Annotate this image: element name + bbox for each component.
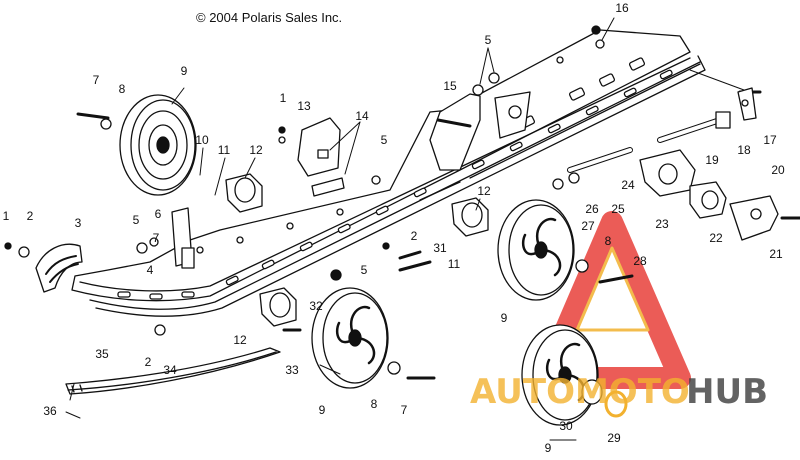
callout-34: 34 <box>163 363 177 377</box>
callout-31: 31 <box>433 241 447 255</box>
callout-5-top: 5 <box>484 33 492 47</box>
callout-12-mid: 12 <box>477 184 491 198</box>
bushing-blocks <box>225 173 489 327</box>
callout-33: 33 <box>285 363 299 377</box>
callout-12-low: 12 <box>233 333 247 347</box>
callout-29: 29 <box>607 431 621 445</box>
callout-1-left: 1 <box>2 209 10 223</box>
slider-hangers <box>297 117 345 197</box>
callout-1-top: 1 <box>279 91 287 105</box>
callout-3: 3 <box>74 216 82 230</box>
callout-14: 14 <box>355 109 369 123</box>
hardware-small <box>4 25 628 418</box>
callout-5-mid: 5 <box>380 133 388 147</box>
wheel-top-left <box>119 94 197 196</box>
wheel-center <box>497 199 575 301</box>
callout-24: 24 <box>621 178 635 192</box>
callout-6: 6 <box>154 207 162 221</box>
callout-9-top: 9 <box>180 64 188 78</box>
callout-2-left: 2 <box>26 209 34 223</box>
callout-18: 18 <box>737 143 751 157</box>
callout-5-low: 5 <box>360 263 368 277</box>
callout-5-left: 5 <box>132 213 140 227</box>
callout-10: 10 <box>195 133 209 147</box>
callout-22: 22 <box>709 231 723 245</box>
callout-8-top: 8 <box>118 82 126 96</box>
callout-9-center: 9 <box>500 311 508 325</box>
callout-17: 17 <box>763 133 777 147</box>
mount-bracket <box>171 207 195 269</box>
watermark-triangle <box>534 211 691 389</box>
watermark-text-left: AUTOMOTO <box>470 372 690 412</box>
callout-9-bottom: 9 <box>318 403 326 417</box>
copyright-notice: © 2004 Polaris Sales Inc. <box>196 10 343 25</box>
callout-21: 21 <box>769 247 783 261</box>
watermark-text-right: HUB <box>686 372 768 412</box>
callout-12-top: 12 <box>249 143 263 157</box>
callout-16: 16 <box>615 1 629 15</box>
shaft-bolts <box>76 90 800 380</box>
callout-27: 27 <box>581 219 595 233</box>
callout-26: 26 <box>585 202 599 216</box>
callout-15: 15 <box>443 79 457 93</box>
front-tip <box>35 243 83 293</box>
callout-7-bottom: 7 <box>400 403 408 417</box>
callout-28: 28 <box>633 254 647 268</box>
rail-frame <box>71 29 706 317</box>
callout-20: 20 <box>771 163 785 177</box>
callout-4: 4 <box>146 263 154 277</box>
callout-25: 25 <box>611 202 625 216</box>
callout-35: 35 <box>95 347 109 361</box>
callout-9-lower-right: 9 <box>544 441 552 455</box>
callout-7-top: 7 <box>92 73 100 87</box>
callout-11-mid: 11 <box>447 257 461 271</box>
callout-19: 19 <box>705 153 719 167</box>
callout-8-bottom: 8 <box>370 397 378 411</box>
callout-11-top: 11 <box>217 143 231 157</box>
callout-36: 36 <box>43 404 57 418</box>
callout-2-low: 2 <box>144 355 152 369</box>
rear-axle-parts <box>639 87 779 241</box>
callout-30: 30 <box>559 419 573 433</box>
callout-23: 23 <box>655 217 669 231</box>
callout-13: 13 <box>297 99 311 113</box>
wheel-bottom <box>311 287 389 389</box>
callout-32: 32 <box>309 299 323 313</box>
wheel-lower-right <box>521 324 599 426</box>
rail-slots <box>117 56 673 300</box>
leader-lines <box>65 17 745 441</box>
callout-7-left: 7 <box>152 231 160 245</box>
callout-8-right: 8 <box>604 234 612 248</box>
wear-strip <box>65 347 281 395</box>
rear-bracket <box>429 91 531 171</box>
callout-2-mid: 2 <box>410 229 418 243</box>
